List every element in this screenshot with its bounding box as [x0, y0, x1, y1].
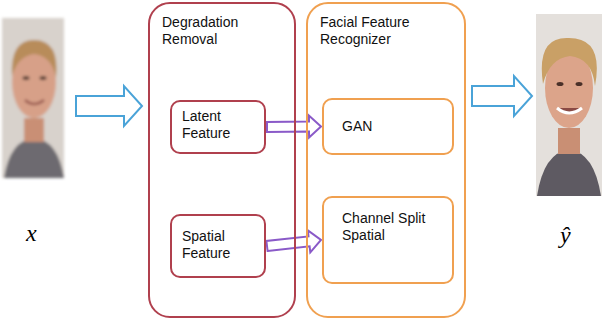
module-label: Channel Split Spatial	[342, 210, 434, 244]
stage-title: Degradation Removal	[162, 14, 282, 48]
flow-arrow	[266, 230, 321, 252]
image-symbol: x	[26, 220, 37, 247]
flow-arrow	[267, 116, 321, 138]
module-label: GAN	[342, 118, 434, 135]
output-arrow	[472, 76, 532, 116]
output-face	[536, 14, 602, 196]
image-symbol: ŷ	[560, 222, 571, 249]
module-label: Spatial Feature	[182, 228, 254, 262]
input-face	[2, 18, 64, 178]
module-box: GAN	[322, 98, 454, 155]
stage-box: Degradation RemovalLatent FeatureSpatial…	[148, 2, 296, 318]
module-box: Latent Feature	[170, 100, 266, 154]
stage-box: Facial Feature RecognizerGAN Channel Spli…	[306, 2, 466, 318]
module-label: Latent Feature	[182, 108, 254, 142]
stage-title: Facial Feature Recognizer	[320, 14, 452, 48]
module-box: Channel Split Spatial	[322, 196, 454, 284]
module-box: Spatial Feature	[170, 214, 266, 278]
input-arrow	[76, 86, 142, 126]
